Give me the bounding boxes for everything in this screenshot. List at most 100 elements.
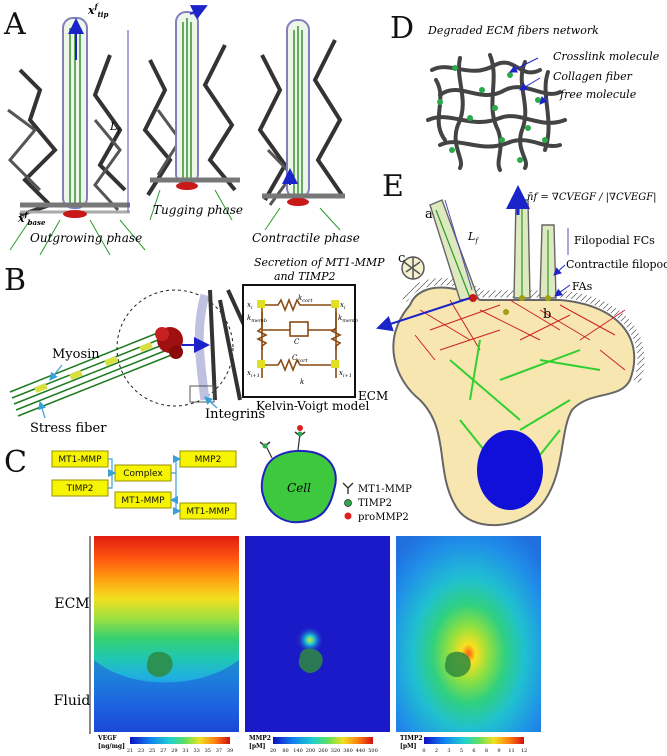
panel-d-title: Degraded ECM fibers network: [427, 24, 599, 37]
label-free-molecule: free molecule: [559, 88, 637, 101]
colorbar-tick-label: 12: [521, 748, 527, 754]
label-filopodial-fcs: Filopodial FCs: [574, 234, 655, 247]
cell-c: [260, 450, 337, 524]
kv-x-i1: xi+1: [247, 369, 260, 379]
box-timp2-label: TIMP2: [65, 484, 93, 494]
panel-b-letter: B: [4, 263, 26, 298]
phase-label-outgrowing: Outgrowing phase: [30, 231, 142, 245]
label-c: c: [398, 251, 405, 266]
colorbar-tick-label: 23: [138, 748, 144, 754]
colorbar-tick-label: 2: [435, 748, 438, 754]
length-label: Lf: [109, 120, 121, 135]
fiber-network: [426, 53, 567, 172]
prommp2-icon: [344, 512, 352, 520]
panel-d: D Degraded ECM fibers network Crosslink …: [390, 11, 660, 172]
colorbar-mmp2-name: MMP2: [249, 735, 271, 742]
colorbar-tick-label: 37: [216, 748, 222, 754]
region-label-fluid: Fluid: [54, 693, 91, 709]
label-ecm-b: ECM: [358, 389, 388, 403]
lf-line: [444, 199, 473, 291]
kelvin-voigt-box: xi kcort C kmemb xi+1 xi kmemb Ccort k x…: [242, 284, 358, 398]
panel-b: B: [4, 263, 388, 436]
label-integrins: Integrins: [205, 407, 265, 422]
label-myosin: Myosin: [52, 347, 100, 362]
colorbar-tick-label: 200: [306, 748, 316, 754]
gradient-formula: n̄f = ∇CVEGF / |∇CVEGF|: [527, 192, 657, 203]
zoom-circle: [116, 289, 234, 407]
label-b: b: [543, 307, 551, 322]
label-fas: FAs: [572, 280, 593, 293]
colorbar-tick-label: 31: [182, 748, 188, 754]
panel-c: C MT1-MMP TIMP2 Complex MMP2 MT1-MMP MT1…: [4, 425, 412, 524]
colorbar-vegf-name: VEGF: [97, 735, 117, 742]
legend-timp2: TIMP2: [358, 498, 392, 509]
kv-x-i-right: xi: [340, 301, 346, 311]
map-mmp2: [245, 536, 390, 732]
region-label-ecm: ECM: [54, 596, 89, 612]
colorbar-tick-label: 260: [318, 748, 328, 754]
filopodia-e: [429, 199, 557, 315]
filopodium-outgrowing: [7, 17, 146, 256]
colorbar-tick-label: 320: [331, 748, 341, 754]
colorbar-tick-label: 380: [343, 748, 353, 754]
colorbar-mmp2-bar: [273, 737, 373, 744]
base-label: xfbase: [17, 210, 46, 227]
colorbar-tick-label: 0: [422, 748, 425, 754]
box-mt1mmp-mid-label: MT1-MMP: [121, 496, 165, 506]
map-vegf: [94, 536, 239, 732]
cell-c-label: Cell: [287, 481, 311, 495]
colorbar-timp2-bar: [424, 737, 524, 744]
colorbar-tick-label: 21: [127, 748, 133, 754]
kv-k-cort: kcort: [298, 294, 313, 304]
cell-body-e: [392, 286, 636, 526]
secretion-arrow: [376, 297, 471, 332]
membrane: [194, 293, 210, 401]
label-lf: Lf: [467, 230, 479, 245]
tip-label: xftip: [87, 2, 108, 19]
colorbar-tick-label: 11: [508, 748, 514, 754]
box-mmp2-label: MMP2: [195, 455, 222, 465]
colorbar-timp2-name: TIMP2: [400, 735, 423, 742]
phase-label-contractile: Contractile phase: [252, 231, 360, 245]
colorbar-tick-label: 500: [368, 748, 378, 754]
legend-mt1mmp: MT1-MMP: [358, 484, 412, 495]
map-timp2: [396, 536, 541, 732]
kv-k-memb-right: kmemb: [338, 314, 358, 324]
colorbar-tick-label: 25: [149, 748, 155, 754]
crosslink-molecules: [437, 65, 548, 163]
colorbar-tick-label: 8: [485, 748, 488, 754]
panel-e-letter: E: [382, 169, 404, 204]
colorbar-tick-label: 3: [447, 748, 450, 754]
kv-c: C: [294, 338, 300, 346]
colorbar-vegf-bar: [130, 737, 230, 744]
colorbar-tick-label: 80: [282, 748, 288, 754]
colorbar-timp2-unit: [pM]: [400, 743, 417, 750]
label-contractile-filopodia: Contractile filopodia: [566, 258, 667, 271]
panel-c-letter: C: [4, 445, 27, 480]
colorbar-tick-label: 6: [472, 748, 475, 754]
kv-k-memb: kmemb: [247, 314, 267, 324]
label-secretion-line2: and TIMP2: [274, 270, 336, 283]
mt1mmp-icon: [342, 482, 354, 494]
phase-label-tugging: Tugging phase: [153, 203, 243, 217]
colorbar-mmp2-unit: [pM]: [249, 743, 266, 750]
label-crosslink: Crosslink molecule: [553, 50, 660, 63]
label-collagen: Collagen fiber: [553, 70, 633, 83]
colorbar-tick-label: 5: [460, 748, 463, 754]
colorbar-tick-label: 20: [270, 748, 276, 754]
colorbar-tick-label: 27: [160, 748, 166, 754]
panel-e: E: [254, 169, 667, 526]
nucleus: [477, 430, 543, 510]
kv-x-i: xi: [247, 301, 253, 311]
pathway-legend: MT1-MMP TIMP2 proMMP2: [342, 482, 412, 523]
actin-fibers-red: [414, 299, 626, 371]
panel-a: A Lf xftip xfbase: [3, 2, 360, 256]
colorbar-tick-label: 140: [293, 748, 303, 754]
